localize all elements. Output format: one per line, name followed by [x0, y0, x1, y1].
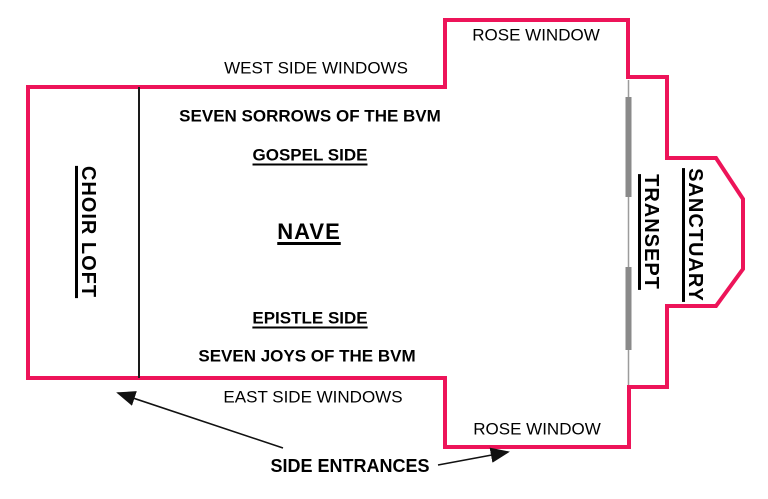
label-gospel-side: GOSPEL SIDE — [252, 145, 368, 165]
church-wall-outline — [26, 18, 745, 449]
label-west-side-windows: WEST SIDE WINDOWS — [224, 58, 408, 78]
label-seven-sorrows: SEVEN SORROWS OF THE BVM — [179, 106, 441, 126]
label-sanctuary: SANCTUARY — [684, 168, 706, 302]
side-entrance-arrow-right — [437, 447, 510, 466]
label-epistle-side: EPISTLE SIDE — [252, 308, 368, 328]
label-side-entrances: SIDE ENTRANCES — [270, 456, 430, 476]
label-nave: NAVE — [277, 219, 341, 244]
label-transept: TRANSEPT — [640, 174, 662, 290]
label-rose-window-top: ROSE WINDOW — [472, 25, 600, 45]
label-choir-loft: CHOIR LOFT — [77, 165, 99, 299]
label-seven-joys: SEVEN JOYS OF THE BVM — [198, 346, 416, 366]
label-east-side-windows: EAST SIDE WINDOWS — [223, 387, 403, 407]
label-rose-window-bottom: ROSE WINDOW — [473, 419, 601, 439]
side-entrance-arrow-left — [116, 391, 284, 449]
